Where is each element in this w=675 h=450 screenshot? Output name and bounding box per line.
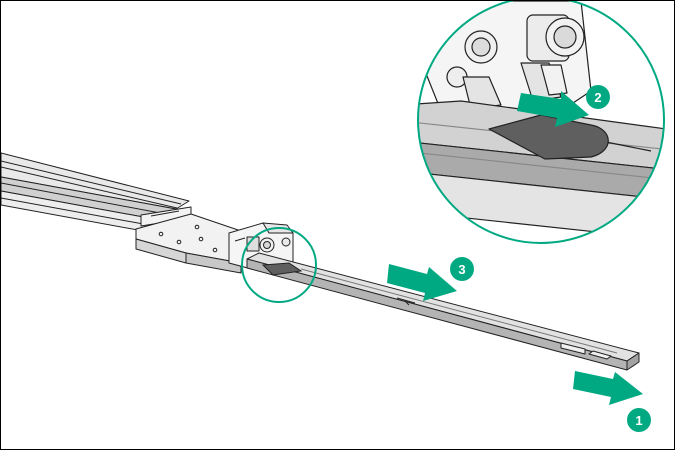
step-badge-3: 3 — [450, 257, 474, 281]
arrow-right-icon — [387, 264, 457, 301]
step-badge-2: 2 — [586, 85, 610, 109]
arrow-step-2 — [517, 91, 589, 127]
outer-rail — [1, 152, 192, 238]
arrow-step-1 — [573, 371, 643, 405]
step-badge-1: 1 — [627, 408, 651, 432]
arrow-step-3 — [387, 264, 457, 301]
detail-callout-circle — [241, 227, 317, 303]
release-tab[interactable] — [261, 262, 303, 276]
step-number-3: 3 — [458, 262, 465, 277]
arrow-right-icon — [573, 371, 643, 405]
arrow-right-icon — [517, 91, 589, 127]
inner-rail — [246, 252, 640, 371]
step-number-2: 2 — [594, 90, 601, 105]
step-number-1: 1 — [635, 413, 642, 428]
magnified-detail — [417, 1, 665, 244]
